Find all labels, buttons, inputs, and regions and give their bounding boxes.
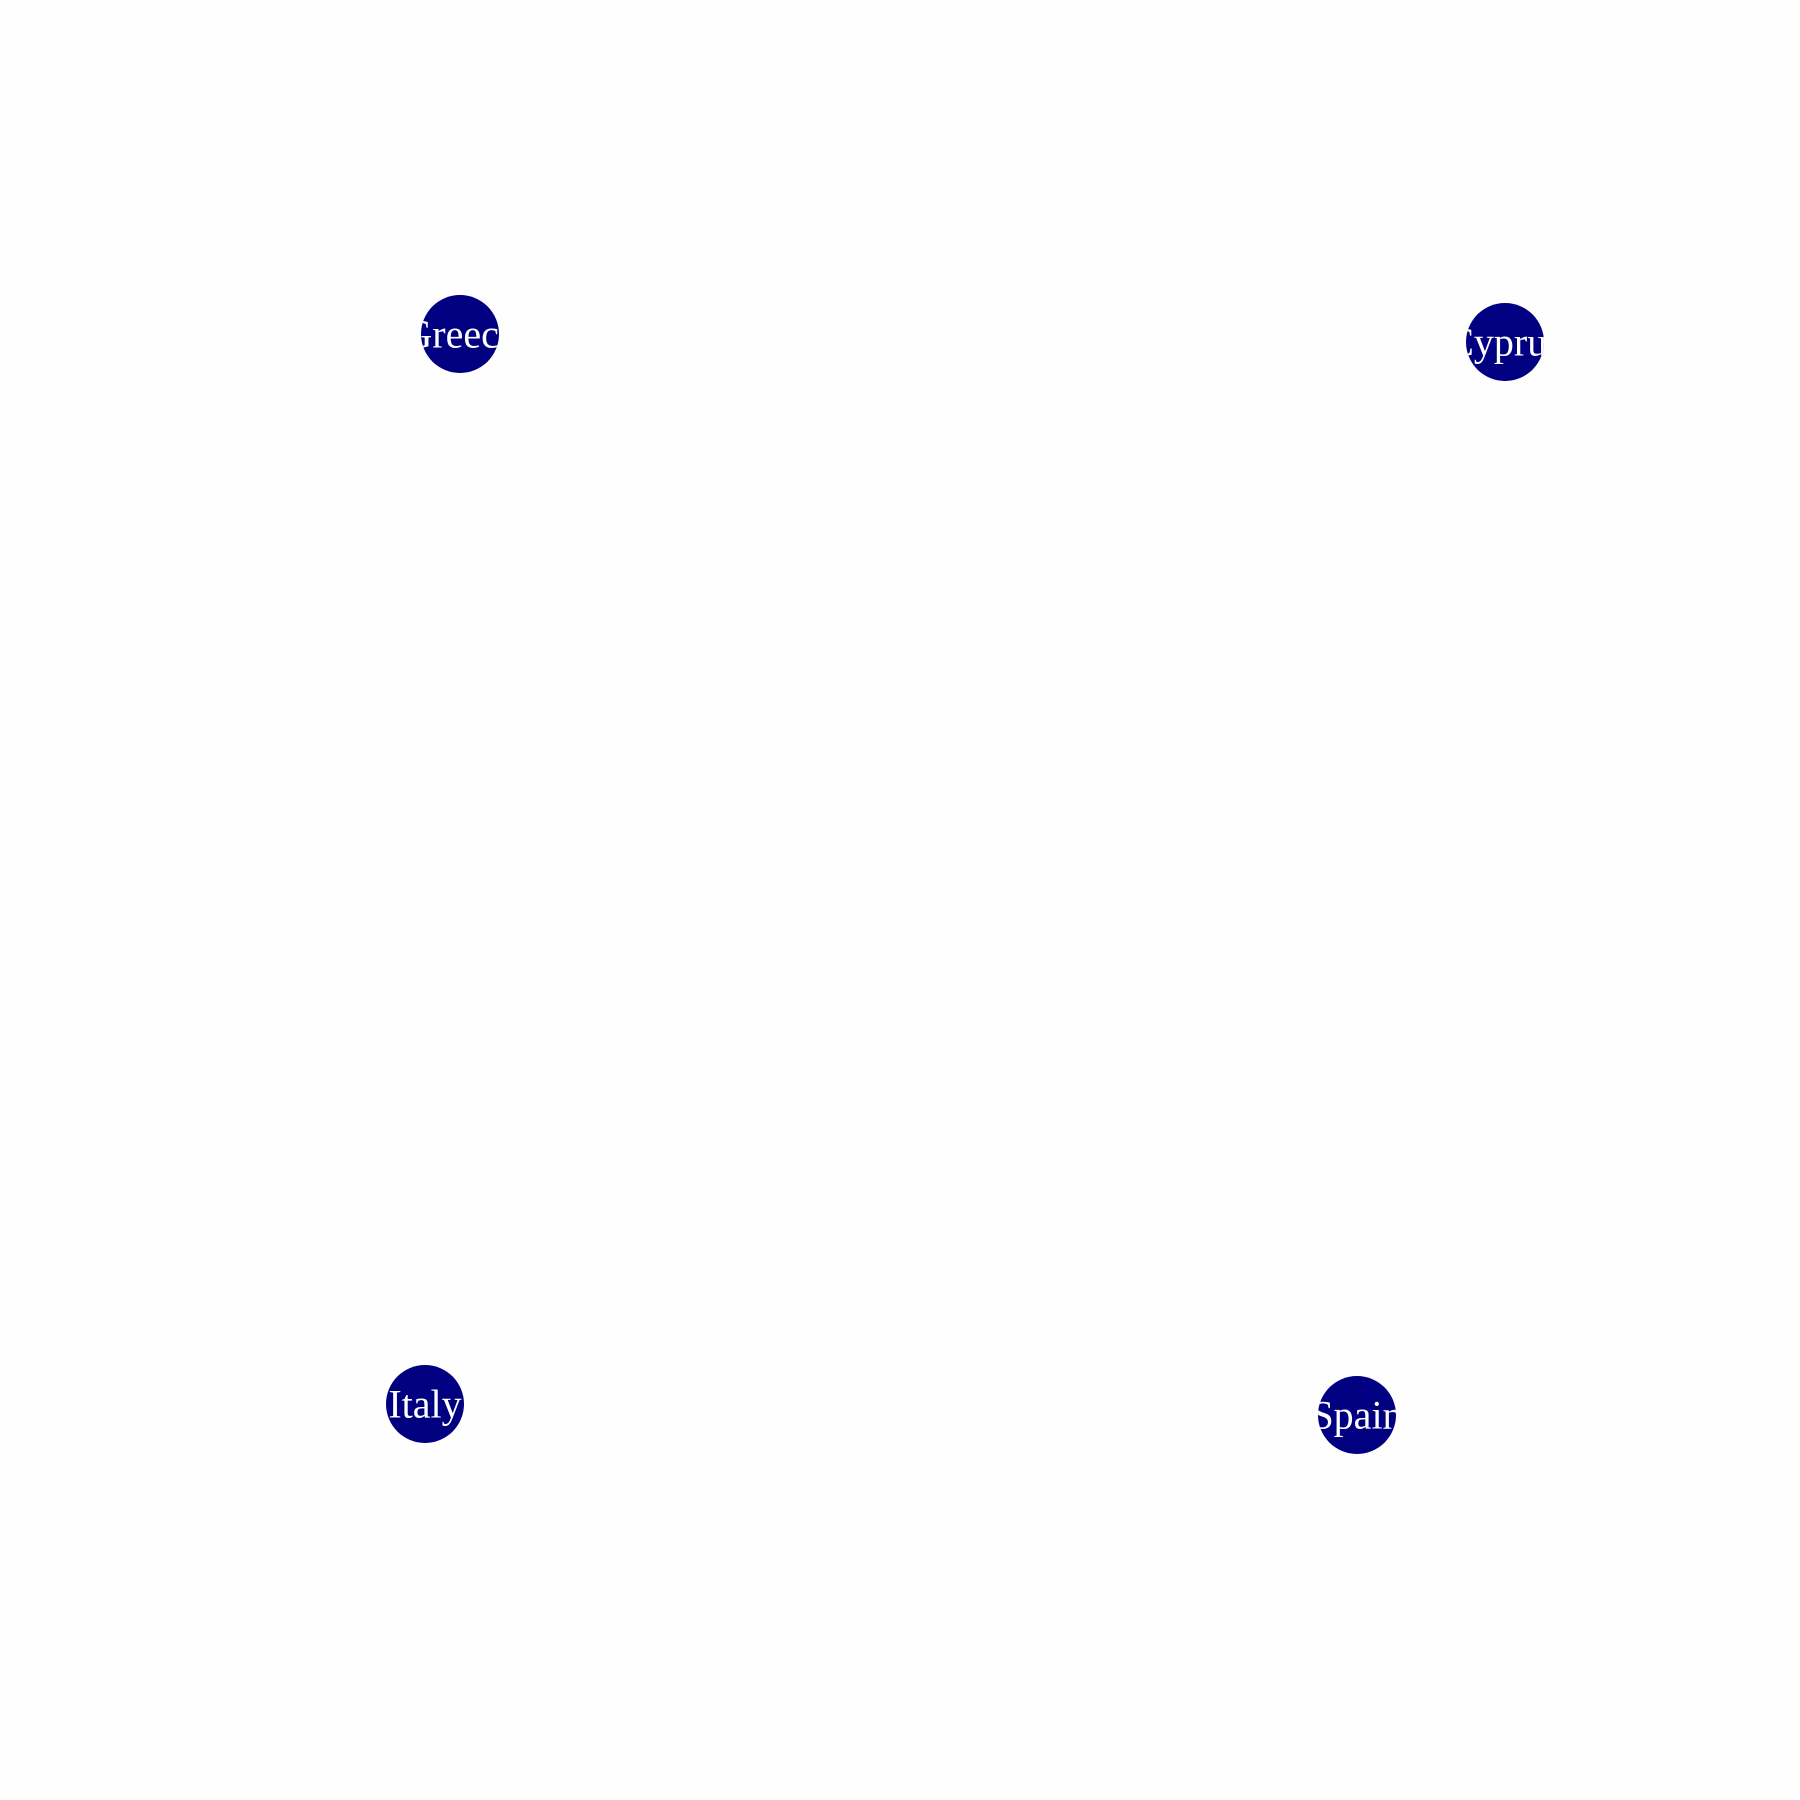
node-cyprus-label: Cyprus [1447, 320, 1563, 365]
node-italy-label: Italy [388, 1382, 461, 1427]
node-greece-circle [421, 295, 499, 373]
node-italy-circle [386, 1365, 464, 1443]
node-greece: Greece [403, 295, 516, 373]
node-cyprus: Cyprus [1447, 303, 1563, 381]
node-spain-label: Spain [1311, 1393, 1402, 1438]
node-italy: Italy [386, 1365, 464, 1443]
node-cyprus-circle [1466, 303, 1544, 381]
node-greece-label: Greece [403, 312, 516, 357]
node-spain: Spain [1311, 1376, 1402, 1454]
node-spain-circle [1318, 1376, 1396, 1454]
